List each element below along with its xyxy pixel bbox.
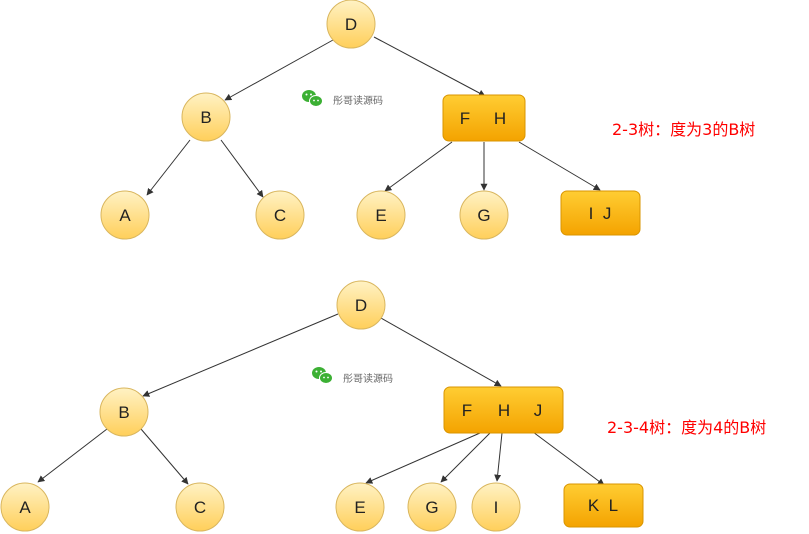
node-leaf-g: G [407,482,457,532]
edge-fhj-i [494,432,503,482]
node-leaf-kl: K L [563,483,644,528]
wechat-icon [312,367,333,384]
edge-b-a [37,428,108,483]
node-left: B [181,92,231,142]
edge-fh-ij [518,141,601,191]
node-label: G [477,206,490,225]
node-label: A [119,206,131,225]
edge-fh-e [384,141,453,192]
edge-d-b [142,313,339,397]
node-label: E [354,498,365,517]
edge-fhj-kl [532,431,605,486]
edge-d-fhj [380,317,502,387]
node-label: G [425,498,438,517]
node-leaf-a: A [0,482,50,532]
wechat-icon [302,90,323,107]
tree-2-3-4: D B A C F H J E G I [0,280,766,532]
caption: 2-3树：度为3的B树 [612,120,755,139]
edge-fhj-e [365,432,481,484]
node-leaf-e: E [356,190,406,240]
node-leaf-ij: I J [560,190,641,236]
node-label: B [200,108,211,127]
tree-2-3: D B A C F H E G I J [100,0,755,240]
node-leaf-c: C [175,482,225,532]
node-leaf-i: I [471,482,521,532]
watermark: 彤哥读源码 [312,367,393,385]
node-root: D [336,280,386,330]
node-key: F [460,109,470,128]
edge-d-b [224,39,334,101]
node-leaf-a: A [100,190,150,240]
node-label: D [345,15,357,34]
node-left: B [99,387,149,437]
watermark-label: 彤哥读源码 [333,94,383,107]
watermark-label: 彤哥读源码 [343,372,393,385]
node-label: A [19,498,31,517]
node-label: K L [588,496,618,515]
node-key: H [498,401,510,420]
edges [146,36,601,198]
node-right: F H J [443,386,564,434]
caption: 2-3-4树：度为4的B树 [607,418,766,437]
edge-d-fh [373,36,486,97]
edge-b-c [140,428,189,485]
edges [37,313,605,486]
node-key: J [534,401,543,420]
node-label: I [494,498,499,517]
node-label: C [194,498,206,517]
node-leaf-e: E [335,482,385,532]
edge-b-a [146,139,191,196]
node-key: F [462,401,472,420]
node-leaf-g: G [459,190,509,240]
edge-fhj-g [440,432,491,483]
node-right: F H [442,94,526,142]
node-label: D [355,296,367,315]
node-label: E [375,206,386,225]
node-root: D [326,0,376,49]
edge-b-c [220,139,264,198]
node-leaf-c: C [255,190,305,240]
watermark: 彤哥读源码 [302,90,383,107]
node-label: I J [589,204,612,223]
node-label: B [118,403,129,422]
node-label: C [274,206,286,225]
node-key: H [494,109,506,128]
